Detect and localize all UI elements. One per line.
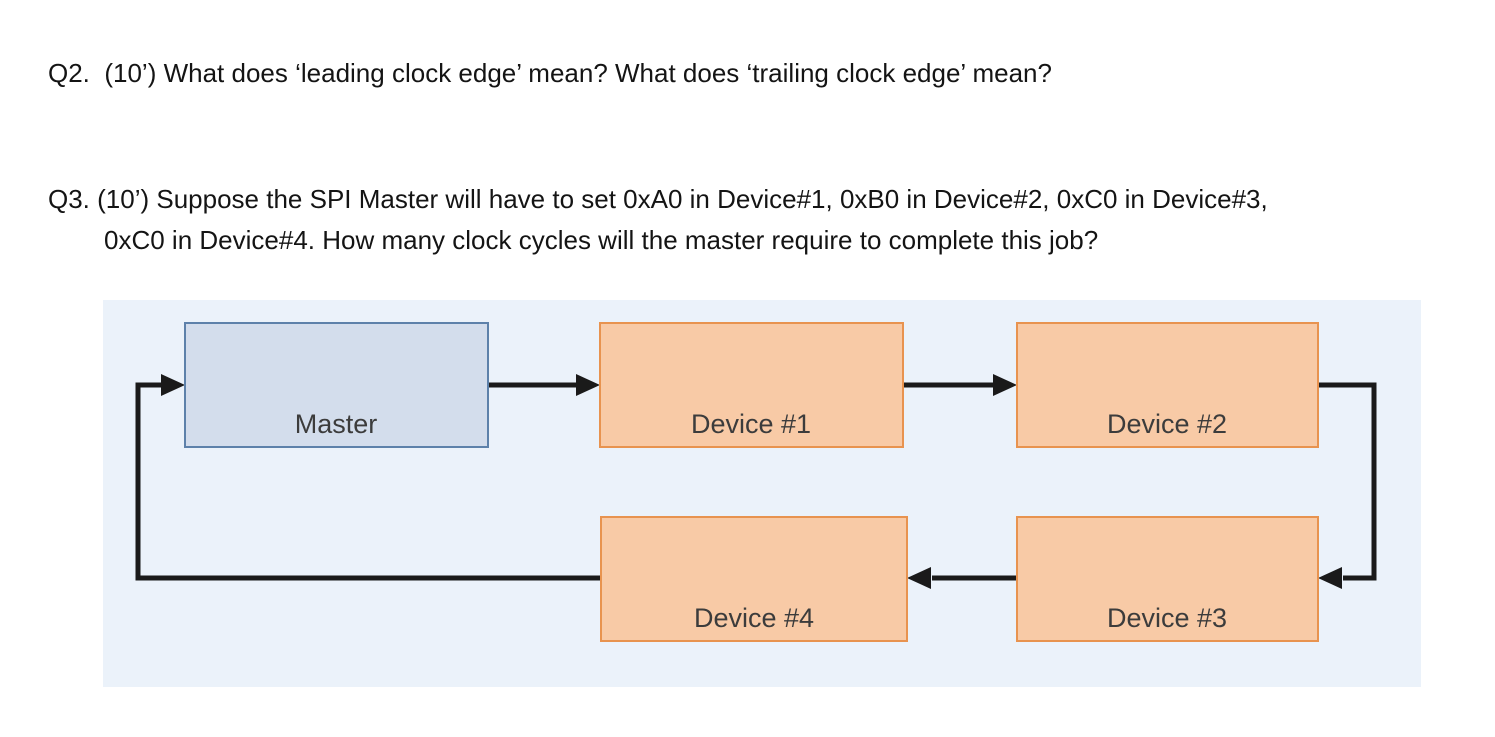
connector-device4-to-master <box>135 382 601 581</box>
master-node: Master <box>184 322 489 448</box>
device3-label: Device #3 <box>1107 603 1227 633</box>
spi-diagram-canvas: Master Device #1 Device #2 Device #4 Dev… <box>135 322 1377 642</box>
device3-node: Device #3 <box>1016 516 1319 642</box>
arrowhead-into-device2 <box>993 374 1017 396</box>
device3-box <box>1016 516 1319 642</box>
master-label: Master <box>295 409 378 439</box>
arrowhead-into-device4 <box>907 567 931 589</box>
arrowhead-into-device1 <box>576 374 600 396</box>
connector-device2-to-device3 <box>1318 382 1377 581</box>
device1-box <box>599 322 904 448</box>
device4-label: Device #4 <box>694 603 814 633</box>
device2-node: Device #2 <box>1016 322 1319 448</box>
arrowhead-into-master <box>161 374 185 396</box>
question-q3-text-line2: 0xC0 in Device#4. How many clock cycles … <box>104 225 1099 255</box>
device4-box <box>600 516 908 642</box>
device4-node: Device #4 <box>600 516 908 642</box>
question-q3-text-line1: Q3. (10’) Suppose the SPI Master will ha… <box>48 184 1268 214</box>
device1-node: Device #1 <box>599 322 904 448</box>
spi-daisy-chain-diagram: Master Device #1 Device #2 Device #4 Dev… <box>103 300 1421 687</box>
arrowhead-into-device3 <box>1318 567 1342 589</box>
device2-box <box>1016 322 1319 448</box>
device1-label: Device #1 <box>691 409 811 439</box>
master-box <box>184 322 489 448</box>
device2-label: Device #2 <box>1107 409 1227 439</box>
question-q2-text: Q2. (10’) What does ‘leading clock edge’… <box>48 58 1052 88</box>
